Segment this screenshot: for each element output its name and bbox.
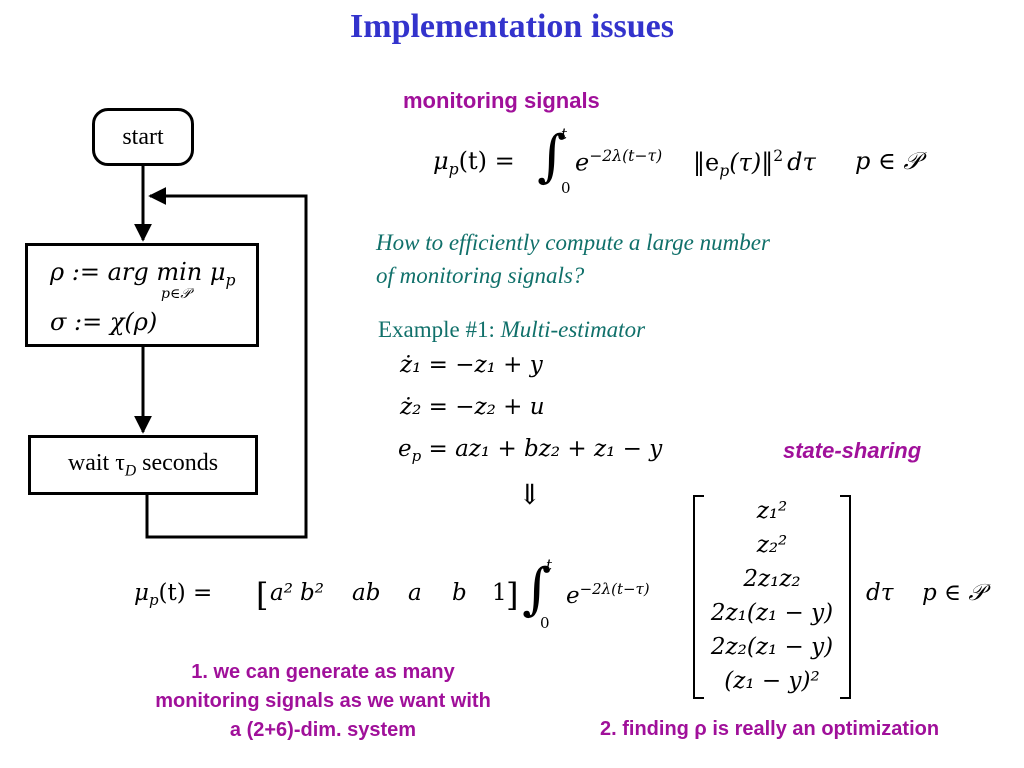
row-vector-entry-6: 1 xyxy=(492,580,507,606)
note-1: 1. we can generate as many monitoring si… xyxy=(155,661,491,741)
start-label: start xyxy=(122,123,164,150)
example-eq2: ż₂ = −z₂ + u xyxy=(400,394,545,420)
implies-arrow: ⇓ xyxy=(518,478,542,511)
column-vector-brackets xyxy=(693,495,851,699)
flowchart-wait-box: wait τD seconds xyxy=(28,435,258,495)
flowchart-assign-box: ρ := arg min μp p∈𝒫 σ := χ(ρ) xyxy=(25,243,259,347)
example-eq1: ż₁ = −z₁ + y xyxy=(400,352,543,378)
column-vector-entry: 2z₁(z₁ − y) xyxy=(710,600,834,626)
row-vector-entry-4: a xyxy=(408,580,422,606)
column-vector-entry: (z₁ − y)² xyxy=(724,668,820,694)
column-vector-entry: z₂² xyxy=(756,532,788,558)
flowchart-start-node: start xyxy=(92,108,194,166)
row-vector-entry-5: b xyxy=(452,580,467,606)
question-text: How to efficiently compute a large numbe… xyxy=(376,230,770,288)
column-vector-entry: 2z₁z₂ xyxy=(743,566,801,592)
argmin-subscript: p∈𝒫 xyxy=(161,286,191,302)
example-eq3: ep = az₁ + bz₂ + z₁ − y xyxy=(398,436,663,466)
column-vector-entry: 2z₂(z₁ − y) xyxy=(710,634,834,660)
row-vector-entry-3: ab xyxy=(352,580,381,606)
row-vector-entry-2: b² xyxy=(300,580,324,606)
state-sharing-label: state-sharing xyxy=(783,438,922,463)
note-2: 2. finding ρ is really an optimization xyxy=(600,718,940,740)
monitoring-signals-heading: monitoring signals xyxy=(403,88,600,113)
row-vector-entry-1: a² xyxy=(270,580,293,606)
wait-label: wait τD seconds xyxy=(67,449,219,480)
assign-rho-line: ρ := arg min μ xyxy=(50,258,226,286)
big-formula: μp(t) = [ a² b² ab a b 1 ] ∫ t 0 e−2λ(t−… xyxy=(134,492,1004,702)
example-label: Example #1: Multi-estimator xyxy=(378,317,646,342)
column-vector: z₁² z₂² 2z₁z₂ 2z₁(z₁ − y) 2z₂(z₁ − y) (z… xyxy=(700,494,844,698)
assign-sigma-line: σ := χ(ρ) xyxy=(50,308,158,336)
column-vector-entry: z₁² xyxy=(756,498,788,524)
page-title: Implementation issues xyxy=(350,8,674,45)
